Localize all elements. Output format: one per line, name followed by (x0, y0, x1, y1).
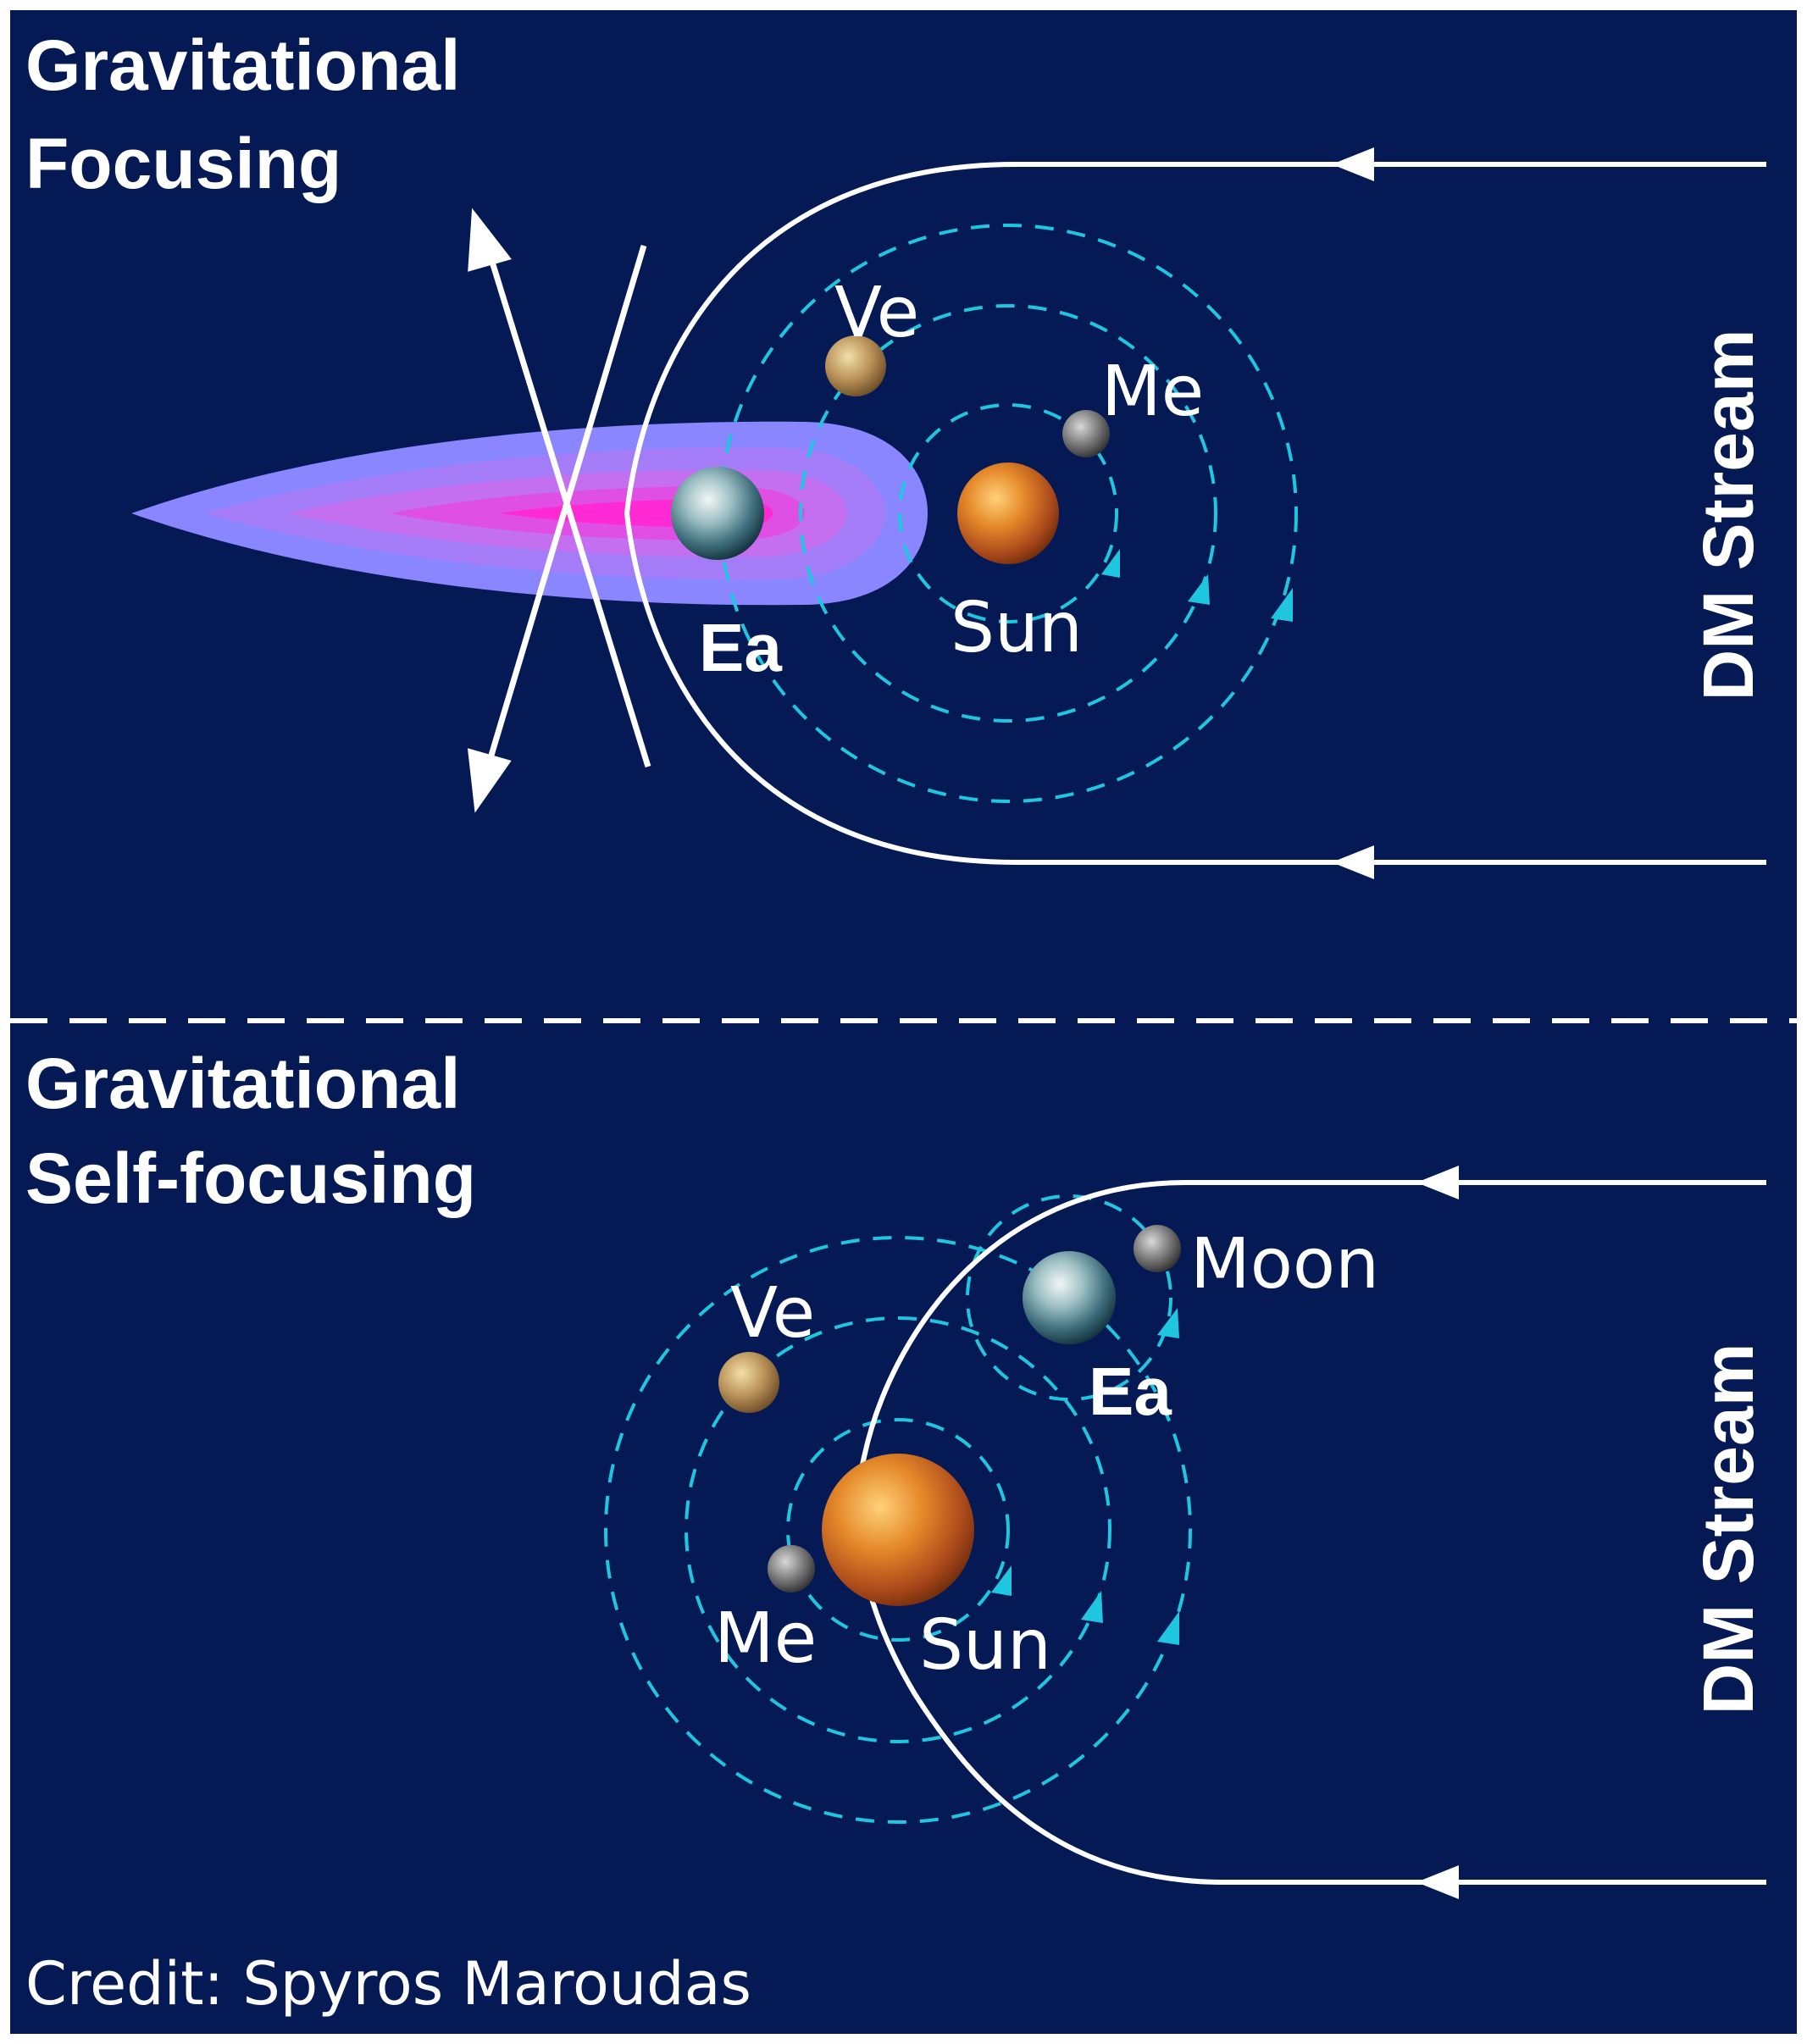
bottom-venus (718, 1352, 779, 1413)
bottom-orbit-venus (685, 1316, 1111, 1743)
top-stream-path (624, 162, 1766, 865)
bottom-label-moon: Moon (1190, 1224, 1380, 1305)
bottom-title-line2: Self-focusing (25, 1138, 477, 1218)
bottom-label-venus: Ve (730, 1273, 816, 1354)
stream-arrow-icon (1416, 1166, 1459, 1199)
stream-arrow-icon (1332, 147, 1374, 181)
bottom-earth (1023, 1251, 1116, 1344)
top-label-sun: Sun (951, 588, 1083, 668)
bottom-orbit-earth (604, 1236, 1192, 1824)
arrow-up-icon (468, 208, 512, 272)
top-title-line2: Focusing (25, 124, 342, 203)
credit-text: Credit: Spyros Maroudas (25, 1949, 751, 2019)
top-stream-arrows (1332, 147, 1374, 879)
top-mercury (1062, 410, 1110, 457)
bottom-orbit-arrows (991, 1308, 1179, 1645)
bottom-orbits (604, 1194, 1192, 1824)
top-orbit-venus (799, 304, 1217, 723)
stream-arrow-icon (1332, 845, 1374, 879)
top-orbit-arrows (1101, 549, 1293, 622)
top-orbit-mercury (898, 403, 1118, 623)
orbit-arrow-icon (1101, 549, 1120, 578)
top-label-mercury: Me (1101, 352, 1205, 432)
stream-arrow-icon (1416, 1865, 1459, 1899)
orbit-arrow-icon (1157, 1308, 1179, 1338)
bottom-orbit-moon (966, 1194, 1172, 1401)
bottom-title-line1: Gravitational (25, 1044, 461, 1123)
top-stream-label: DM Stream (1688, 329, 1768, 701)
orbit-arrow-icon (1188, 574, 1210, 605)
top-earth (671, 467, 764, 560)
bottom-moon (1134, 1225, 1181, 1272)
orbit-arrow-icon (991, 1565, 1012, 1596)
deflection-arrows (467, 208, 651, 813)
bottom-sun (822, 1454, 974, 1606)
top-venus (825, 335, 886, 396)
top-sun (957, 463, 1059, 564)
focusing-cone (131, 421, 928, 606)
bottom-orbit-mercury (786, 1418, 1010, 1642)
bottom-stream-arrows (1416, 1166, 1459, 1899)
top-title-line1: Gravitational (25, 25, 461, 105)
orbit-arrow-icon (1081, 1591, 1103, 1623)
orbit-arrow-icon (1157, 1611, 1179, 1645)
bottom-label-earth: Ea (1089, 1354, 1172, 1429)
arrow-down-icon (467, 748, 512, 813)
bottom-label-mercury: Me (714, 1598, 818, 1679)
orbit-arrow-icon (1271, 588, 1293, 622)
top-label-earth: Ea (699, 610, 782, 685)
bottom-stream-label: DM Stream (1688, 1343, 1768, 1715)
top-label-venus: Ve (834, 273, 920, 353)
bottom-label-sun: Sun (919, 1605, 1051, 1686)
bottom-mercury (768, 1545, 815, 1593)
